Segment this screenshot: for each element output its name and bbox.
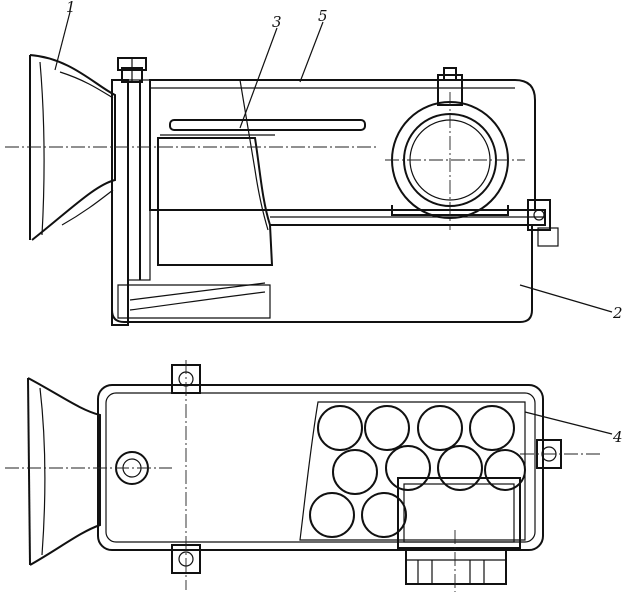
intake-horn (29, 54, 116, 241)
bottom-view-callouts: 4 (524, 411, 623, 446)
oil-bath-bowl (111, 224, 533, 323)
label-5: 5 (318, 7, 328, 25)
side-section-view (5, 54, 559, 326)
label-4: 4 (612, 428, 623, 446)
top-bolt (117, 57, 147, 83)
label-2: 2 (612, 304, 623, 322)
plan-intake-horn (27, 377, 101, 566)
side-clamp (527, 199, 559, 247)
label-1: 1 (66, 0, 76, 16)
filter-rolls (299, 401, 526, 541)
filter-element (157, 137, 274, 266)
top-view-callouts: 1 3 5 2 (54, 0, 623, 322)
tie-rod (169, 119, 366, 131)
label-3: 3 (272, 13, 282, 31)
housing-cover (149, 79, 536, 211)
plan-housing (97, 384, 544, 551)
plan-outlet-fitting (397, 477, 521, 585)
plan-section-view (5, 360, 600, 592)
